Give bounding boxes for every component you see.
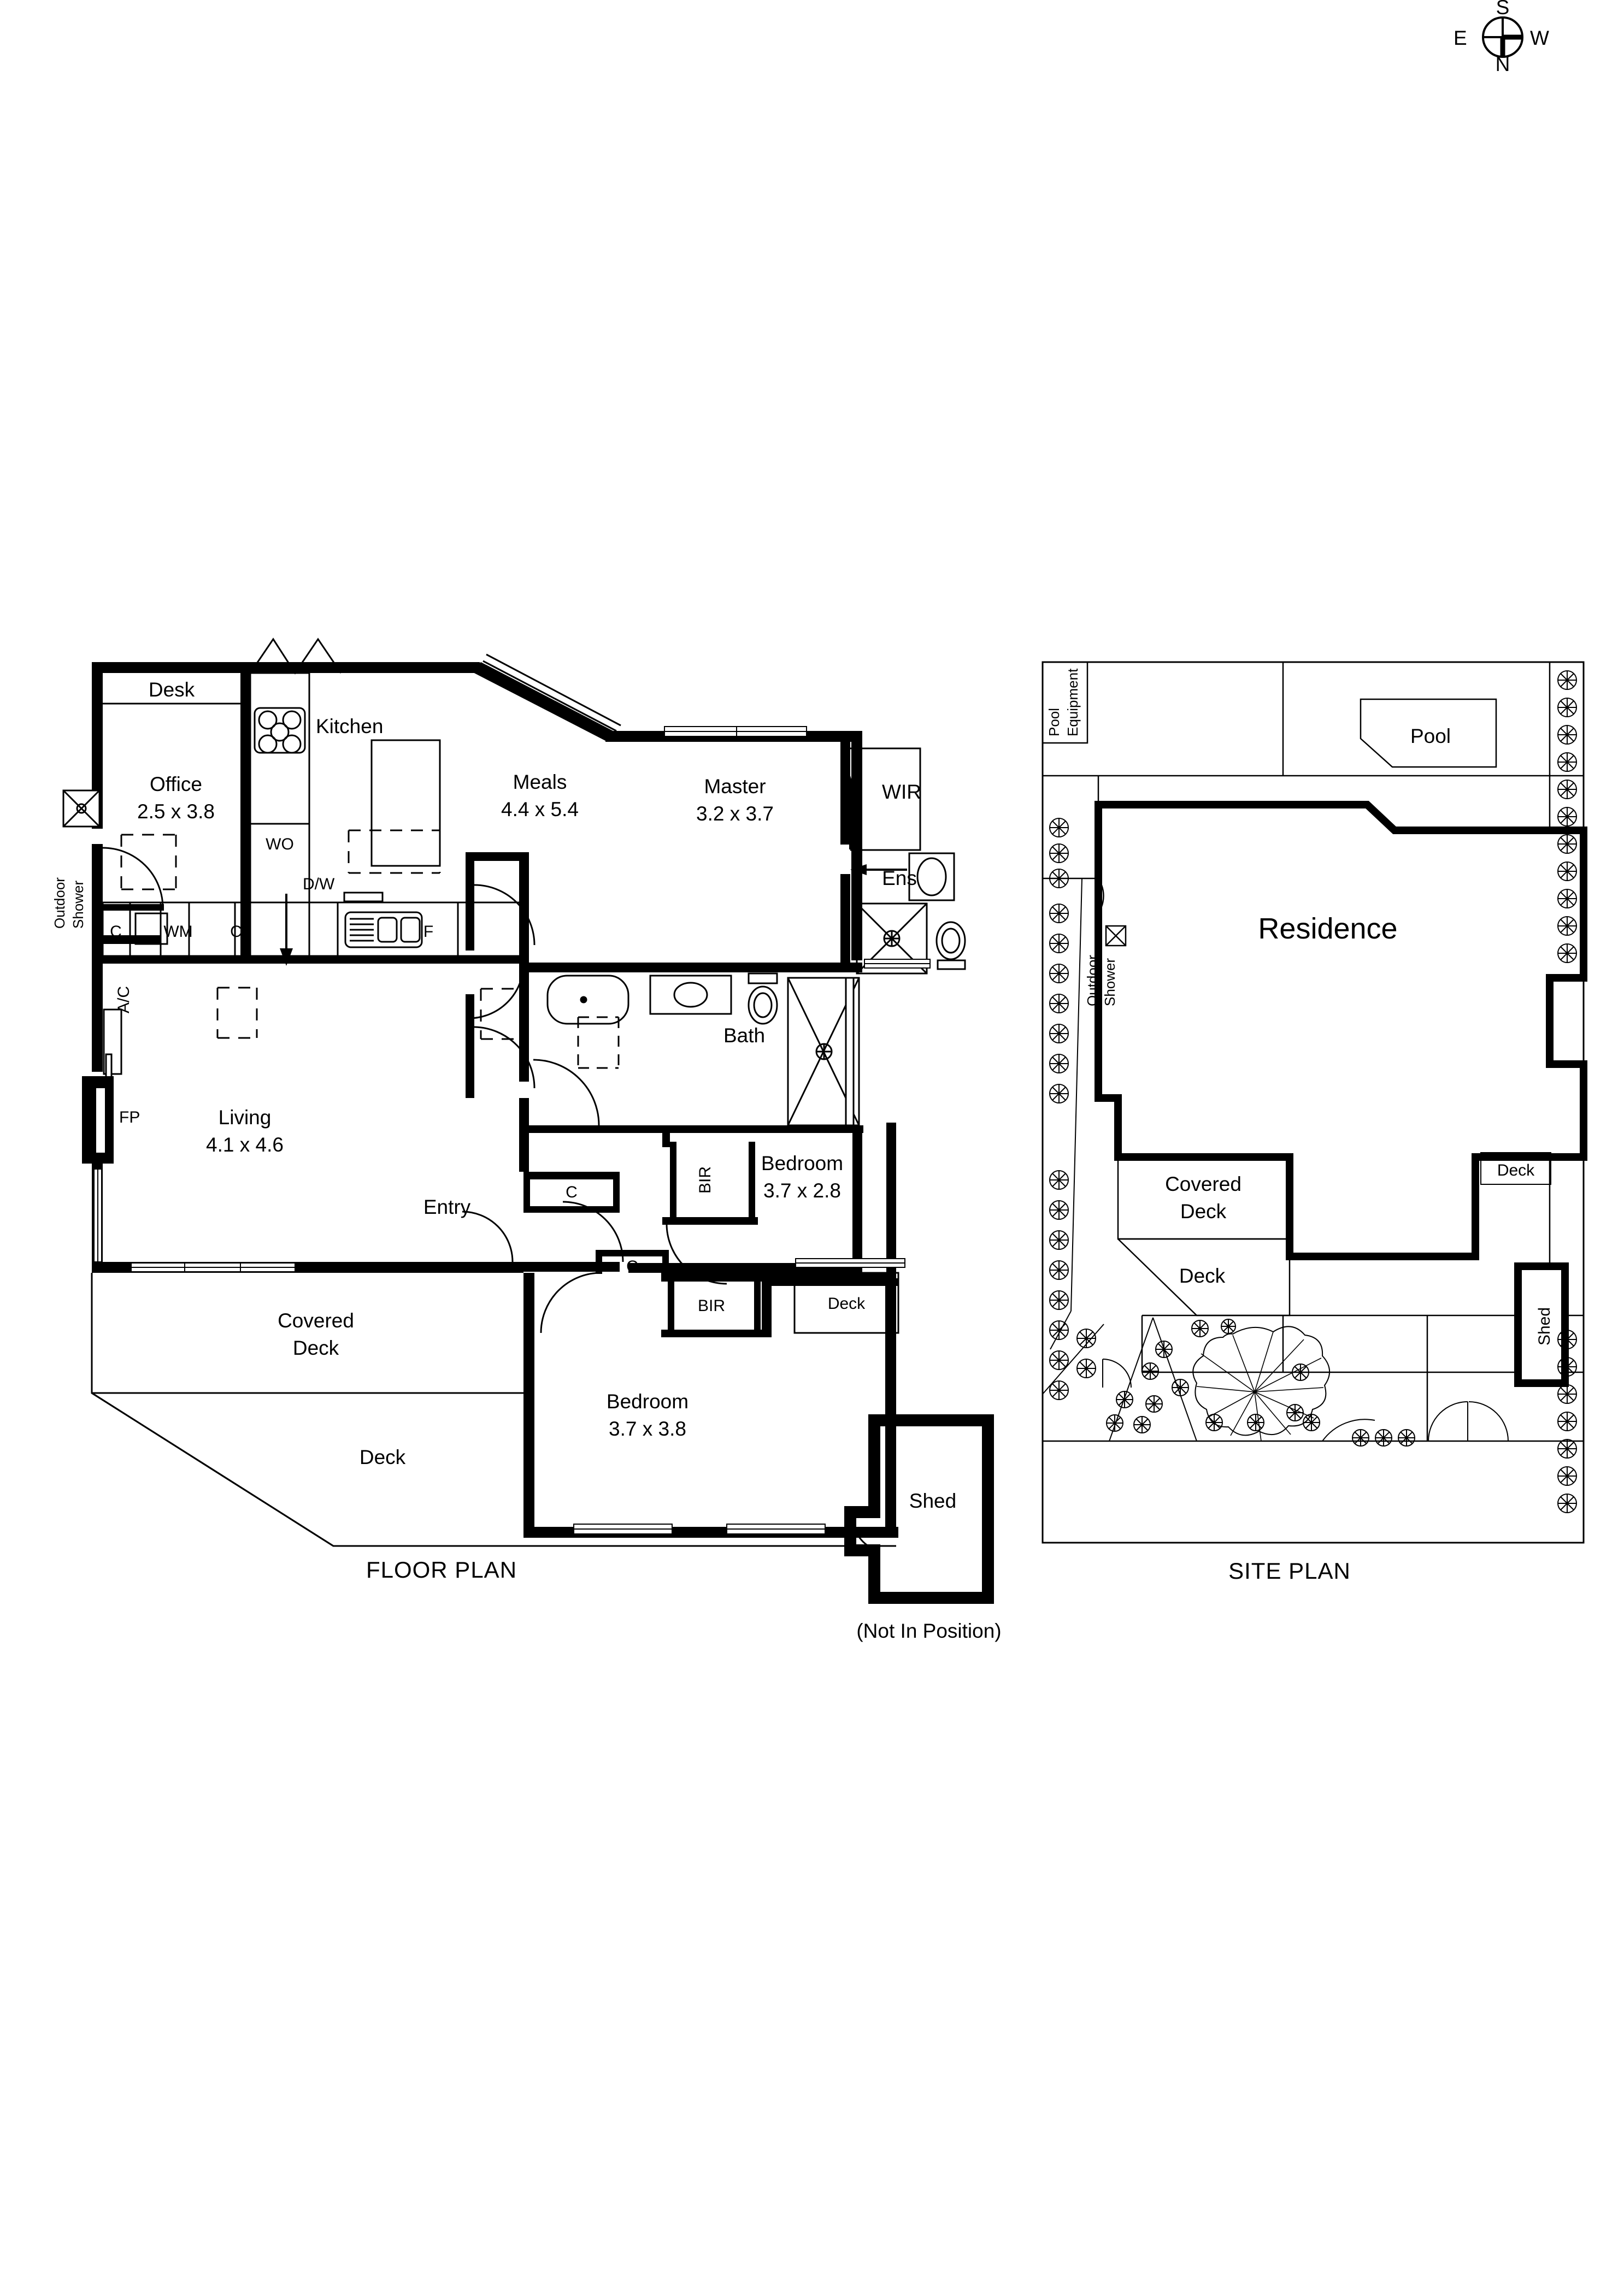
label-living-dims: 4.1 x 4.6 bbox=[206, 1134, 284, 1156]
pool-equipment-box: Pool Equipment bbox=[1042, 661, 1088, 744]
residence-outline: Residence bbox=[1095, 801, 1587, 1260]
site-outdoor-shower: Outdoor Shower bbox=[1084, 880, 1127, 1006]
label-built-in-robe-1: BIR bbox=[696, 1166, 714, 1194]
label-outdoor-shower-2: Shower bbox=[70, 881, 86, 929]
label-desk: Desk bbox=[149, 678, 195, 701]
site-plan: Pool Equipment Pool Residence Covered De… bbox=[1042, 661, 1587, 1584]
label-site-deck-small: Deck bbox=[1497, 1161, 1535, 1179]
label-cupboard-3: C bbox=[566, 1183, 578, 1201]
label-kitchen: Kitchen bbox=[316, 715, 383, 737]
dishwasher-arrow bbox=[280, 894, 293, 966]
label-bedroom1-dims: 3.7 x 2.8 bbox=[763, 1179, 841, 1202]
compass-label-n: N bbox=[1496, 53, 1510, 75]
doors bbox=[102, 847, 727, 1333]
label-fridge: F bbox=[423, 923, 433, 941]
label-dishwasher: D/W bbox=[303, 875, 335, 893]
label-site-deck: Deck bbox=[1179, 1265, 1226, 1287]
label-wir: WIR bbox=[882, 781, 921, 803]
compass-label-w: W bbox=[1530, 27, 1549, 49]
fireplace-symbol bbox=[82, 1076, 114, 1164]
floor-plan-caption: FLOOR PLAN bbox=[366, 1557, 517, 1583]
label-site-outdoor-shower-1: Outdoor bbox=[1084, 955, 1101, 1006]
label-pool-equipment-1: Pool bbox=[1046, 708, 1062, 736]
floor-plan-labels: Desk Kitchen Office 2.5 x 3.8 Meals 4.4 … bbox=[51, 678, 921, 1468]
label-deck-small: Deck bbox=[828, 1295, 866, 1313]
label-meals-dims: 4.4 x 5.4 bbox=[501, 798, 579, 821]
compass-label-s: S bbox=[1496, 0, 1510, 19]
label-covered-deck-line1: Covered bbox=[278, 1309, 354, 1332]
label-bath: Bath bbox=[723, 1024, 765, 1047]
label-bedroom2: Bedroom bbox=[607, 1390, 689, 1413]
site-deck-small: Deck bbox=[1480, 1152, 1551, 1185]
label-cupboard-2: C bbox=[230, 923, 242, 941]
compass-label-e: E bbox=[1454, 27, 1467, 49]
label-master-dims: 3.2 x 3.7 bbox=[696, 802, 774, 825]
label-pool-equipment-2: Equipment bbox=[1064, 668, 1081, 736]
label-cupboard-1: C bbox=[110, 923, 122, 941]
label-covered-deck-line2: Deck bbox=[293, 1337, 339, 1359]
label-shed: Shed bbox=[909, 1490, 956, 1512]
label-fireplace: FP bbox=[119, 1108, 140, 1126]
label-deck: Deck bbox=[360, 1446, 406, 1468]
label-outdoor-shower-1: Outdoor bbox=[51, 877, 68, 929]
site-decks bbox=[1117, 1156, 1291, 1317]
label-built-in-robe-2: BIR bbox=[698, 1297, 725, 1315]
label-site-covered-deck-2: Deck bbox=[1180, 1200, 1227, 1223]
compass-rose: S E W N bbox=[1454, 0, 1549, 75]
label-wall-oven: WO bbox=[266, 835, 294, 853]
pool-shape: Pool bbox=[1360, 698, 1497, 768]
floor-plan: Desk Kitchen Office 2.5 x 3.8 Meals 4.4 … bbox=[51, 638, 1002, 1642]
windows bbox=[93, 726, 931, 1534]
site-shed: Shed bbox=[1514, 1262, 1569, 1387]
label-pool: Pool bbox=[1410, 725, 1451, 747]
label-meals: Meals bbox=[513, 771, 567, 793]
outdoor-shower-symbol-floor bbox=[62, 789, 101, 828]
deck-outline bbox=[91, 1273, 523, 1547]
label-air-conditioner: A/C bbox=[115, 986, 133, 1013]
label-washing-machine: WM bbox=[163, 923, 192, 941]
detached-shed: Shed (Not In Position) bbox=[844, 1414, 1002, 1642]
label-office-dims: 2.5 x 3.8 bbox=[137, 800, 215, 823]
meals-sliding-door bbox=[479, 653, 621, 737]
label-ens: Ens bbox=[882, 867, 917, 889]
label-residence: Residence bbox=[1258, 912, 1397, 945]
label-bedroom2-dims: 3.7 x 3.8 bbox=[609, 1418, 686, 1440]
label-entry: Entry bbox=[423, 1196, 471, 1218]
label-bedroom1: Bedroom bbox=[761, 1152, 843, 1174]
label-site-outdoor-shower-2: Shower bbox=[1102, 958, 1118, 1006]
label-living: Living bbox=[219, 1106, 272, 1129]
site-tree bbox=[1192, 1326, 1331, 1442]
label-master: Master bbox=[704, 775, 766, 798]
label-site-covered-deck-1: Covered bbox=[1165, 1173, 1241, 1195]
site-plan-caption: SITE PLAN bbox=[1228, 1558, 1351, 1584]
label-office: Office bbox=[150, 773, 202, 795]
site-paths bbox=[1042, 878, 1509, 1442]
label-shed-note: (Not In Position) bbox=[856, 1620, 1001, 1642]
label-cupboard-4: C bbox=[626, 1258, 638, 1276]
label-site-shed: Shed bbox=[1535, 1307, 1554, 1345]
